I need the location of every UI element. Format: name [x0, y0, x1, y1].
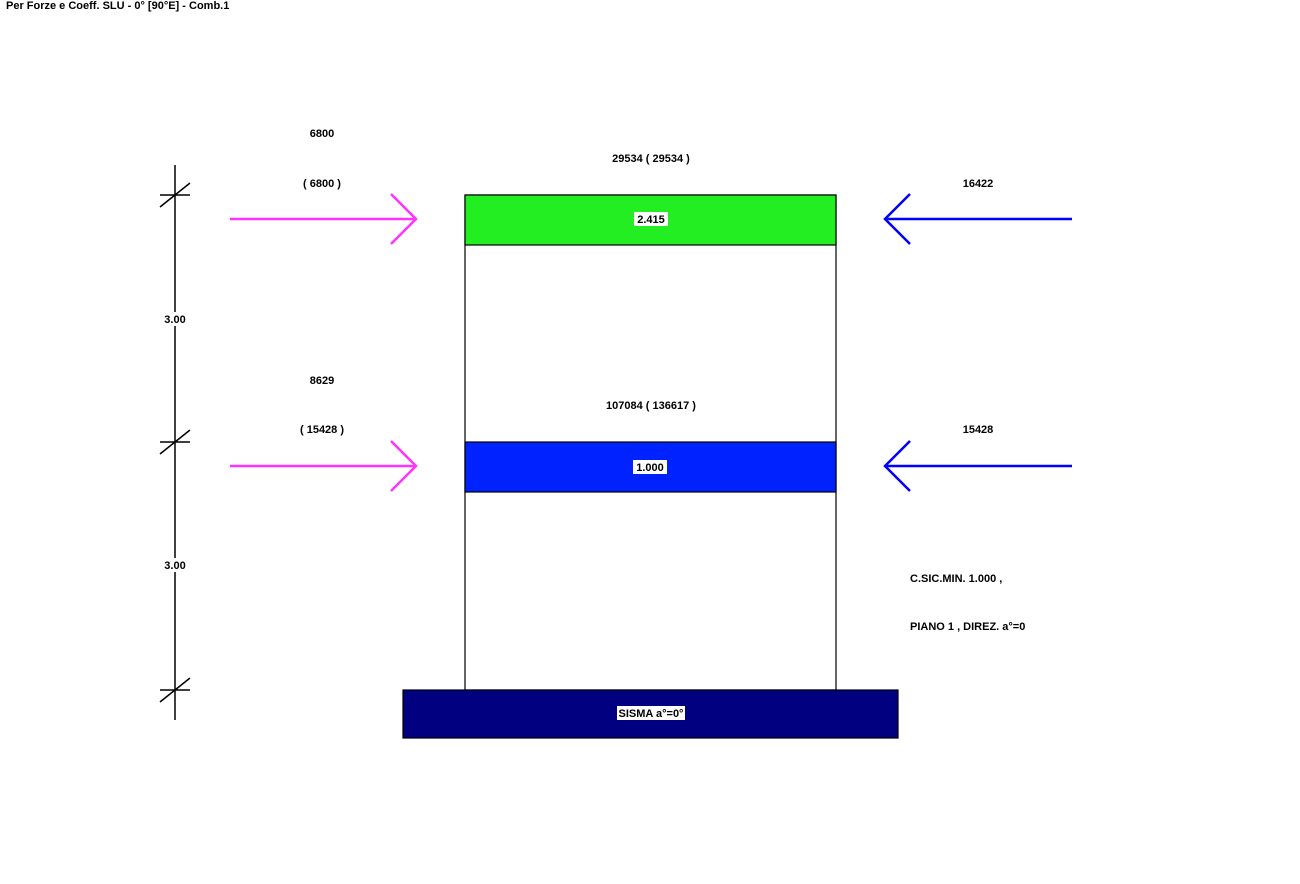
dim-upper-bg — [160, 312, 190, 326]
floor-top-left-force-cumulative: ( 6800 ) — [303, 178, 341, 190]
floor-top-coefficient-bg — [634, 212, 668, 226]
floor-mid-left-force: 8629 — [310, 375, 334, 387]
floor-top-left-force: 6800 — [310, 128, 334, 140]
left-arrow-mid — [230, 440, 418, 492]
dim-lower-bg — [160, 558, 190, 572]
floor-top-coefficient: 2.415 — [637, 214, 665, 226]
summary-line-1: C.SIC.MIN. 1.000 , — [910, 573, 1002, 585]
floor-top-slab — [464, 194, 837, 246]
storey-1-height: 3.00 — [164, 560, 185, 572]
base-label: SISMA a°=0° — [619, 708, 684, 720]
right-arrow-top — [883, 193, 1072, 245]
summary-line-2: PIANO 1 , DIREZ. a°=0 — [910, 621, 1025, 633]
floor-mid-right-force: 15428 — [963, 424, 994, 436]
floor-mid-coefficient-bg — [633, 460, 667, 474]
floor-top-weight: 29534 ( 29534 ) — [612, 153, 690, 165]
dimension-line — [159, 165, 191, 720]
floor-mid-coefficient: 1.000 — [636, 462, 664, 474]
right-arrow-mid — [883, 440, 1072, 492]
base-label-bg — [617, 706, 685, 720]
floor-mid-weight: 107084 ( 136617 ) — [606, 400, 696, 412]
floor-mid-left-force-cumulative: ( 15428 ) — [300, 424, 344, 436]
floor-top-right-force: 16422 — [963, 178, 994, 190]
storey-2-height: 3.00 — [164, 314, 185, 326]
diagram-title: Per Forze e Coeff. SLU - 0° [90°E] - Com… — [6, 0, 230, 12]
left-arrow-top — [230, 193, 418, 245]
